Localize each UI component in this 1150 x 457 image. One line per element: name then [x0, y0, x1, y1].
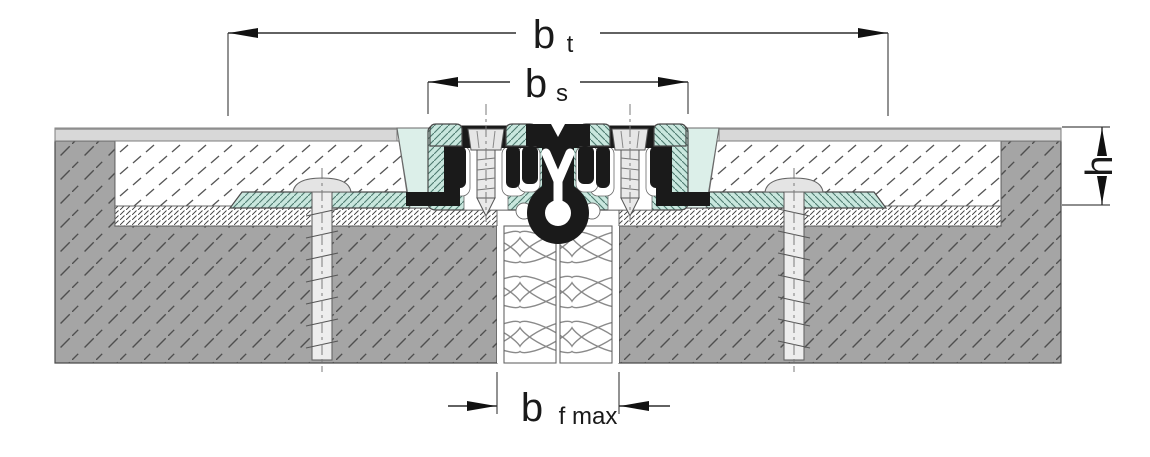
dimension-h: h	[1062, 126, 1121, 206]
dim-label-bt-sub: t	[567, 31, 574, 58]
dimension-bs: b s	[427, 62, 689, 114]
dim-label-bs: b	[525, 62, 547, 106]
floor-covering-left	[54, 127, 398, 142]
floor-covering-right	[718, 127, 1062, 142]
joint-gap-insulation	[497, 225, 619, 364]
dimension-bf-max: b f max	[448, 372, 670, 430]
dim-label-bt: b	[533, 13, 555, 57]
dimension-bt: b t	[227, 13, 889, 116]
dim-label-bf: b	[521, 386, 543, 430]
rubber-movement-insert-center	[524, 124, 592, 244]
dim-label-bf-sub: f max	[559, 403, 618, 430]
dim-label-h: h	[1079, 155, 1121, 176]
dim-label-bs-sub: s	[556, 80, 568, 107]
